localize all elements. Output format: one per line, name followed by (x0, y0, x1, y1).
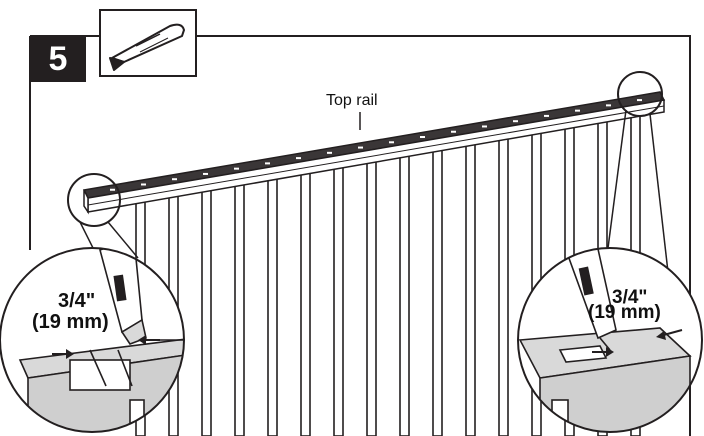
detail-circle-left (67, 173, 121, 227)
baluster (399, 149, 410, 436)
rail-hole (141, 183, 146, 186)
right-dimension-metric: (19 mm) (588, 302, 661, 323)
baluster (465, 136, 476, 436)
baluster (333, 162, 344, 436)
rail-hole (172, 178, 177, 181)
step-number-badge: 5 (30, 36, 86, 82)
rail-hole (544, 114, 549, 117)
rail-hole (420, 136, 425, 139)
baluster (498, 130, 509, 436)
rail-hole (234, 167, 239, 170)
top-rail (82, 91, 666, 215)
rail-hole (296, 157, 301, 160)
baluster (267, 175, 278, 436)
utility-knife-icon (109, 23, 185, 71)
rail-hole (110, 188, 115, 191)
rail-hole (482, 125, 487, 128)
rail-hole (513, 120, 518, 123)
rail-hole (451, 130, 456, 133)
baluster (300, 169, 311, 436)
baluster (366, 156, 377, 436)
detail-circle-right (617, 71, 663, 117)
rail-hole (637, 99, 642, 102)
rail-hole (606, 104, 611, 107)
baluster (201, 188, 212, 436)
rail-screw-holes (110, 99, 642, 191)
baluster (234, 181, 245, 436)
left-dimension-metric: (19 mm) (32, 311, 109, 333)
top-rail-label: Top rail (326, 92, 378, 109)
right-dimension-imperial: 3/4" (612, 287, 648, 308)
rail-hole (327, 151, 332, 154)
rail-hole (265, 162, 270, 165)
baluster (432, 143, 443, 436)
left-detail-zoom (0, 247, 185, 433)
rail-hole (203, 172, 208, 175)
left-dimension-imperial: 3/4" (58, 290, 96, 312)
rail-hole (575, 109, 580, 112)
right-detail-zoom (517, 247, 703, 433)
rail-hole (389, 141, 394, 144)
rail-hole (358, 146, 363, 149)
